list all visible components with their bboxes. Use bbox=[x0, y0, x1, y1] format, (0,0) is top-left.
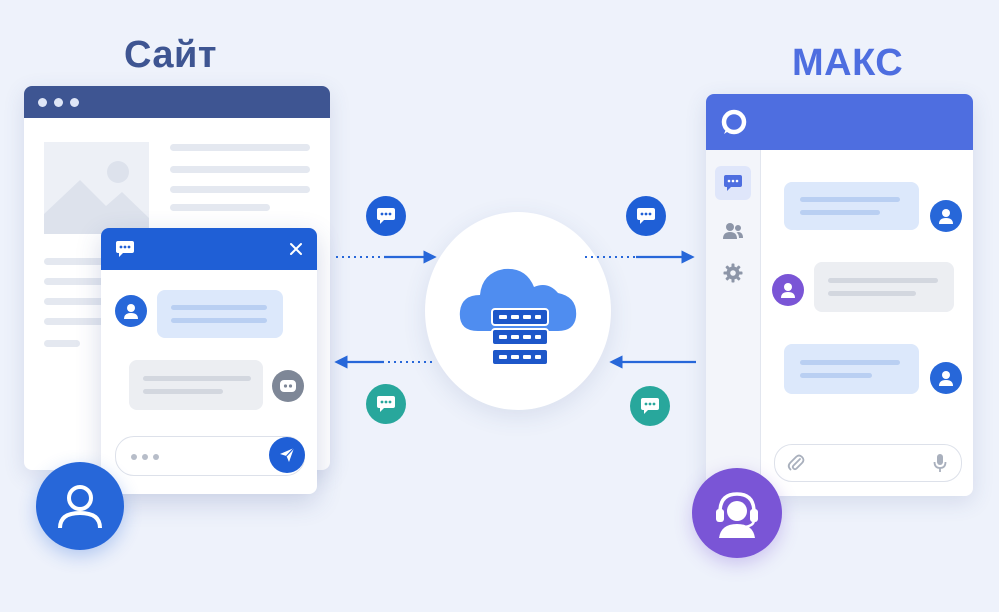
send-button[interactable] bbox=[269, 437, 305, 473]
gear-icon bbox=[723, 263, 743, 283]
widget-header bbox=[101, 228, 317, 270]
window-dot-icon bbox=[70, 98, 79, 107]
window-dot-icon bbox=[38, 98, 47, 107]
sidebar-item-chats[interactable] bbox=[715, 166, 751, 200]
text-placeholder-line bbox=[170, 186, 310, 193]
text-placeholder-line bbox=[44, 258, 114, 265]
users-icon bbox=[722, 222, 744, 240]
paperclip-icon[interactable] bbox=[787, 453, 805, 473]
text-placeholder-line bbox=[44, 340, 80, 347]
max-sidebar bbox=[706, 150, 761, 496]
typing-dots-icon bbox=[130, 453, 164, 461]
chat-bubble-icon bbox=[115, 240, 135, 258]
chat-message-bubble bbox=[784, 344, 919, 394]
website-titlebar bbox=[24, 86, 330, 118]
operator-headset-icon bbox=[692, 468, 782, 558]
reply-badge-icon bbox=[630, 386, 670, 426]
site-chat-widget bbox=[101, 228, 317, 494]
text-placeholder-line bbox=[44, 318, 104, 325]
text-placeholder-line bbox=[170, 144, 310, 151]
max-title: МАКС bbox=[792, 42, 904, 84]
chat-icon bbox=[723, 174, 743, 192]
user-avatar-icon bbox=[930, 200, 962, 232]
bot-avatar-icon bbox=[272, 370, 304, 402]
text-placeholder-line bbox=[44, 298, 104, 305]
sidebar-item-users[interactable] bbox=[715, 214, 751, 248]
max-header bbox=[706, 94, 973, 150]
reply-badge-icon bbox=[366, 384, 406, 424]
user-avatar-icon bbox=[115, 295, 147, 327]
max-message-input[interactable] bbox=[774, 444, 962, 482]
sidebar-item-settings[interactable] bbox=[715, 256, 751, 290]
message-badge-icon bbox=[366, 196, 406, 236]
chat-message-bubble bbox=[814, 262, 954, 312]
text-placeholder-line bbox=[44, 278, 104, 285]
chat-message-bubble bbox=[784, 182, 919, 230]
chat-message-bubble bbox=[157, 290, 283, 338]
message-badge-icon bbox=[626, 196, 666, 236]
image-placeholder-icon bbox=[44, 142, 149, 234]
close-icon[interactable] bbox=[289, 242, 303, 256]
microphone-icon[interactable] bbox=[933, 453, 947, 473]
window-dot-icon bbox=[54, 98, 63, 107]
visitor-avatar-icon bbox=[36, 462, 124, 550]
text-placeholder-line bbox=[170, 204, 270, 211]
operator-avatar-icon bbox=[772, 274, 804, 306]
user-avatar-icon bbox=[930, 362, 962, 394]
server-node bbox=[425, 212, 611, 410]
send-icon bbox=[278, 446, 296, 464]
text-placeholder-line bbox=[170, 166, 310, 173]
max-logo-icon bbox=[720, 108, 748, 136]
cloud-server-icon bbox=[452, 245, 584, 377]
max-window bbox=[706, 94, 973, 496]
site-title: Сайт bbox=[124, 34, 218, 76]
chat-message-bubble bbox=[129, 360, 263, 410]
